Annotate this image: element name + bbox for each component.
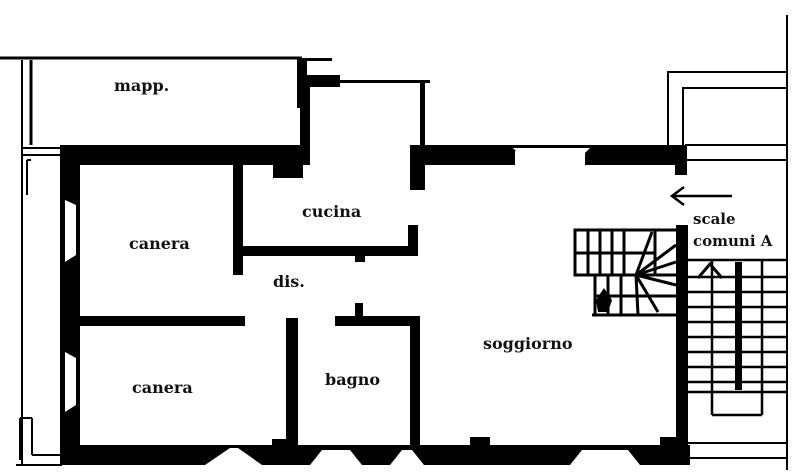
stair-label-line2: comuni A <box>693 232 773 250</box>
walls <box>60 75 690 465</box>
left-balcony-outline <box>16 155 62 466</box>
room-label-mapp: mapp. <box>114 76 170 95</box>
room-label-camera-top: canera <box>129 234 190 253</box>
mapp-outline <box>0 56 302 156</box>
room-label-bagno: bagno <box>325 370 381 389</box>
common-area-outline <box>667 15 788 470</box>
common-stair-center <box>735 262 742 390</box>
stair-label-line1: scale <box>693 210 736 228</box>
interior-stair <box>573 228 677 317</box>
common-stair-up-arrow <box>696 261 724 279</box>
room-label-cucina: cucina <box>302 202 362 221</box>
room-label-soggiorno: soggiorno <box>483 334 573 353</box>
common-stair <box>688 258 787 417</box>
room-label-camera-bottom: canera <box>132 378 193 397</box>
stair-up-arrow-glyph <box>596 288 612 312</box>
windows <box>65 148 640 465</box>
room-label-dis: dis. <box>273 272 305 291</box>
left-arrow-icon <box>669 186 732 206</box>
